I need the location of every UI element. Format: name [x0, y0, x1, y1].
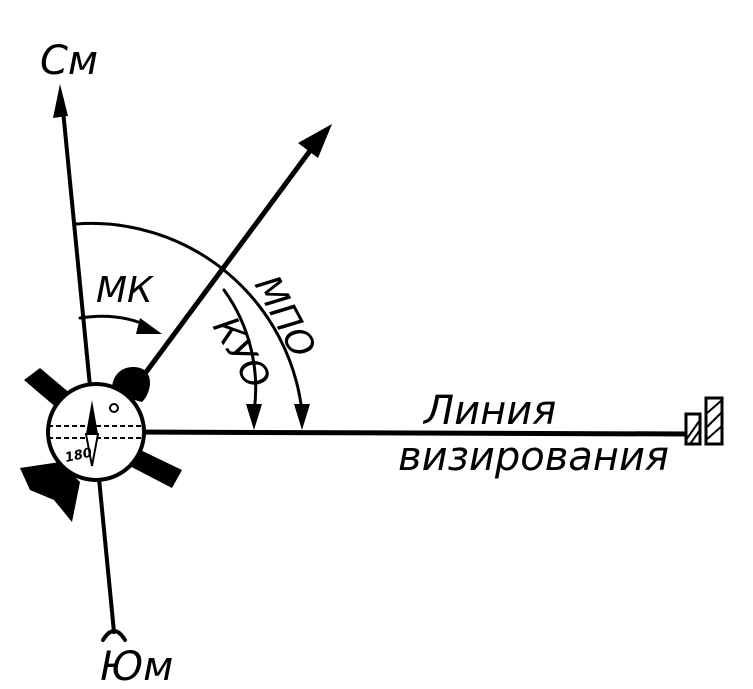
magnetic-bearing-arrowhead	[294, 404, 310, 430]
magnetic-course-arc	[78, 314, 150, 328]
sight-line	[109, 429, 693, 437]
course-line	[115, 137, 321, 413]
magnetic-course-arrowhead	[136, 318, 162, 334]
aircraft-icon	[20, 367, 182, 522]
sight-line-label-line2: визирования	[398, 434, 669, 480]
magnetic-north-label: См	[40, 38, 98, 84]
south-hook-symbol	[101, 629, 127, 642]
magnetic-bearing-arc	[74, 221, 304, 414]
north-arrowhead	[53, 84, 68, 118]
course-angle-arc	[222, 288, 258, 414]
magnetic-course-label: МК	[96, 270, 154, 311]
landmark-tower-icon	[684, 396, 724, 446]
sight-line-label-line1: Линия	[422, 388, 556, 434]
compass-card-label: 180	[64, 446, 94, 466]
magnetic-south-label: Юм	[100, 644, 173, 689]
course-angle-arrowhead	[246, 404, 262, 430]
course-arrowhead	[298, 124, 332, 158]
magnetic-meridian-line	[60, 98, 116, 634]
